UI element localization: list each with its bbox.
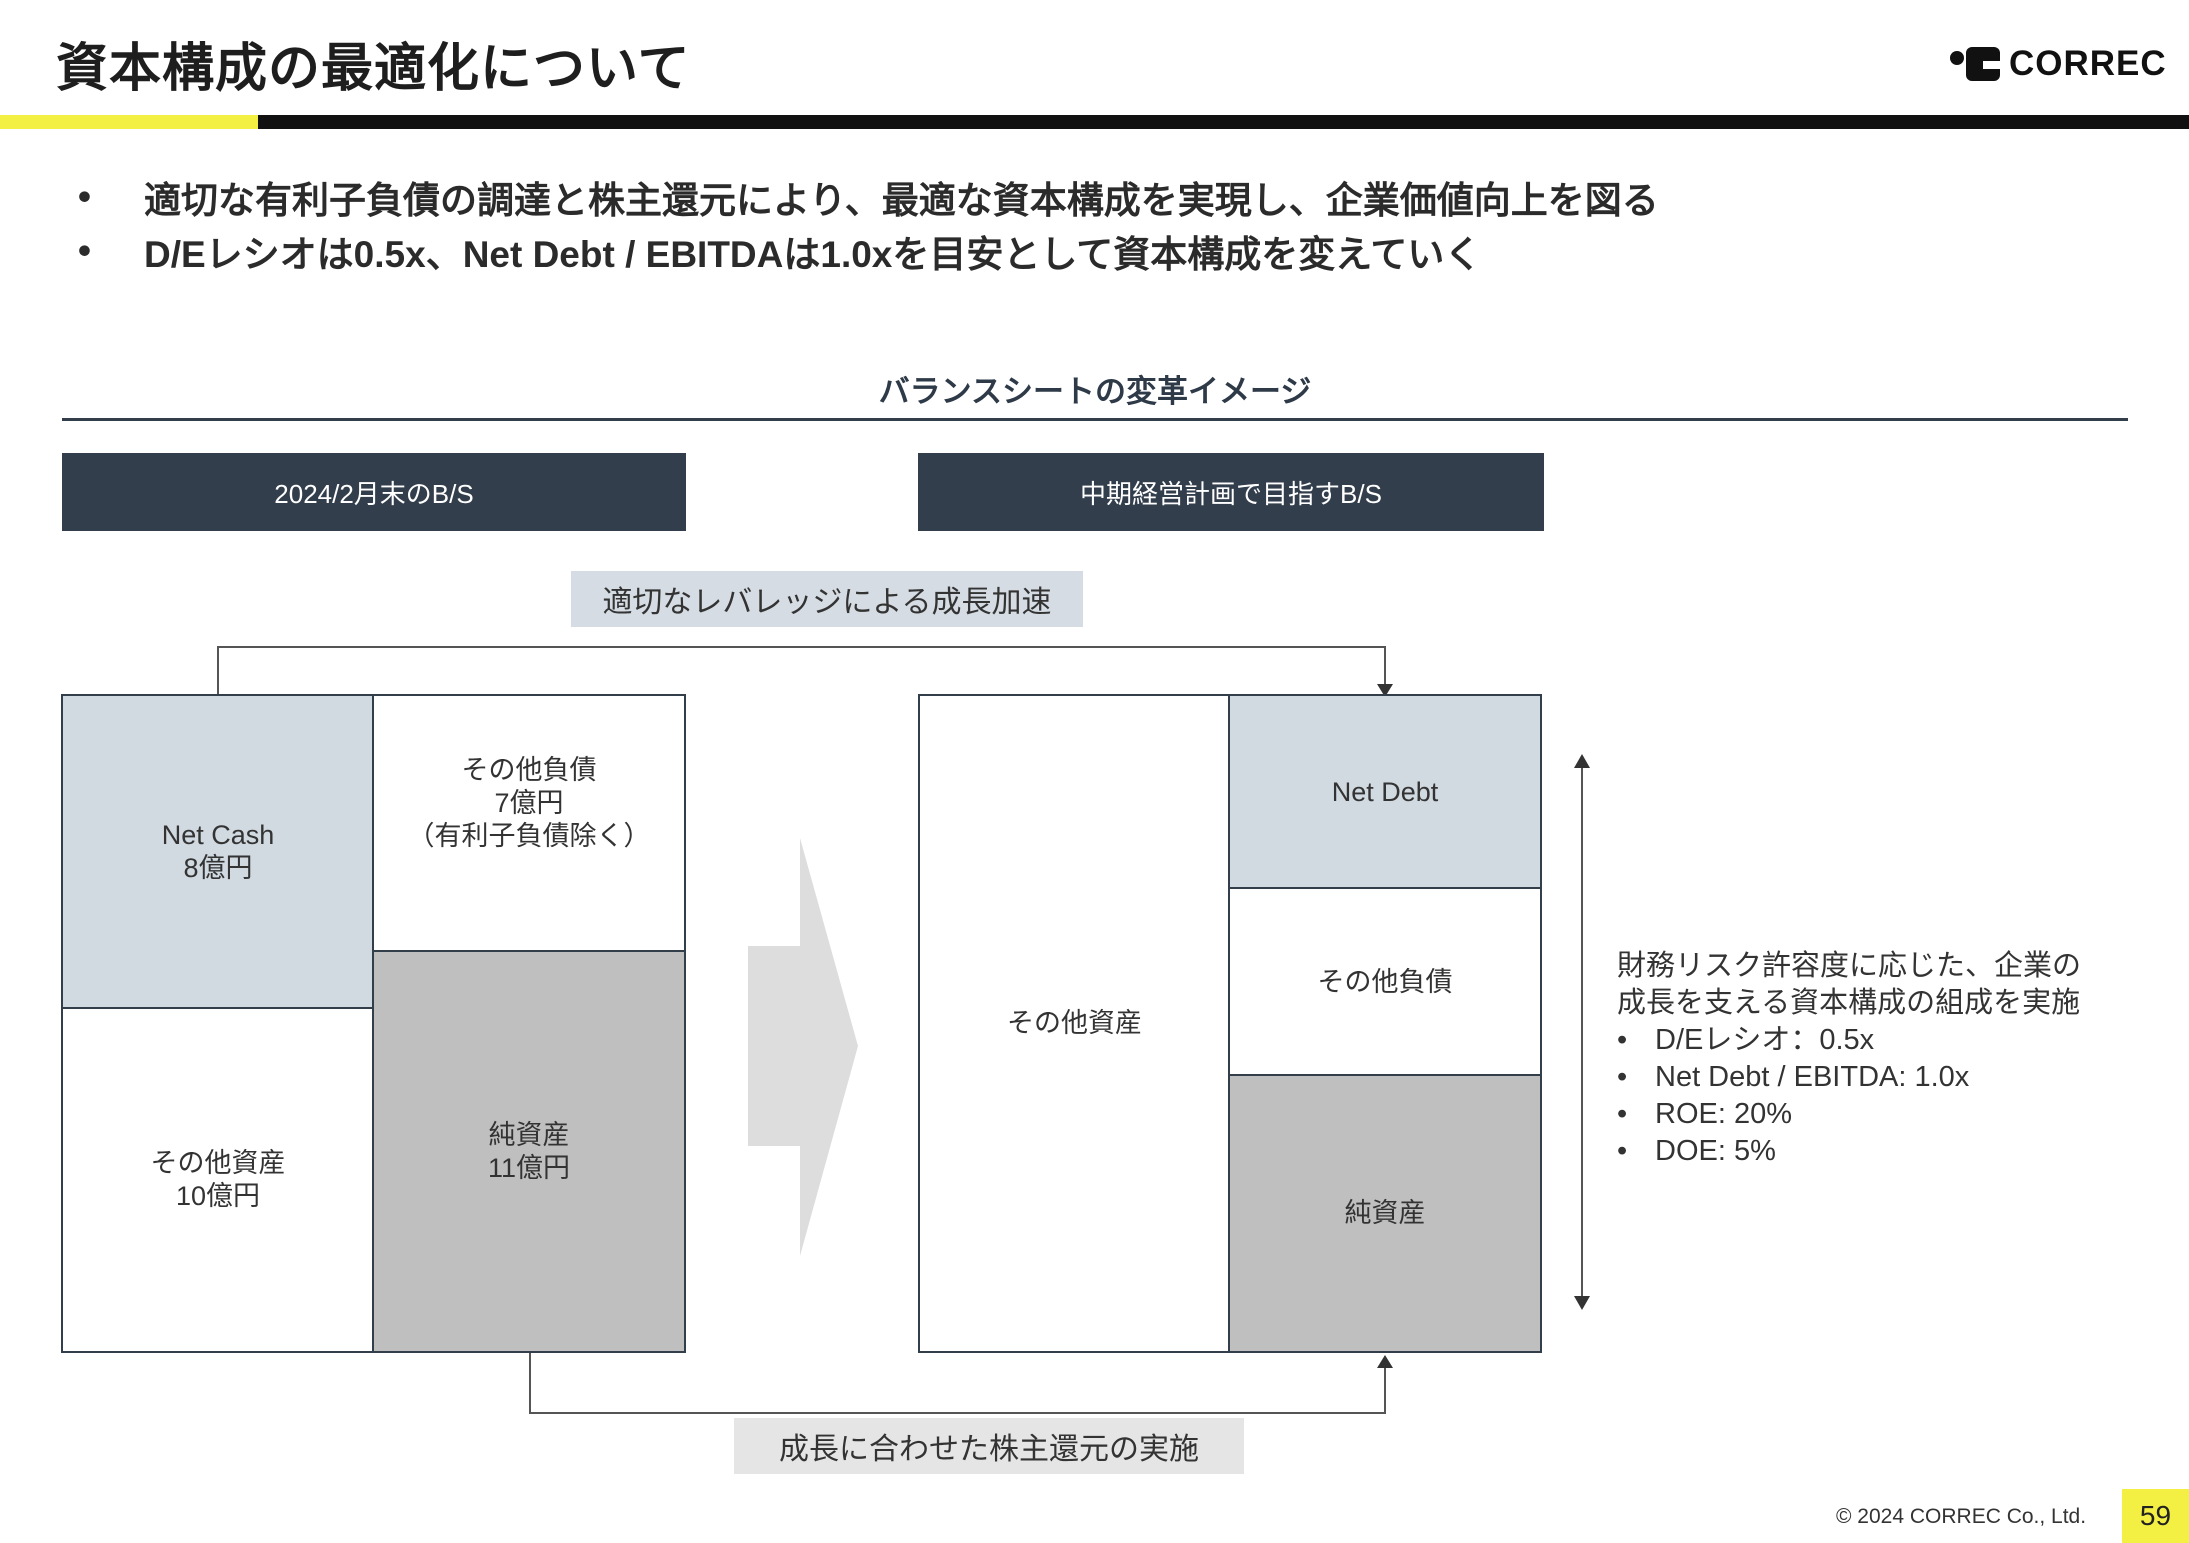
section-rule [62, 418, 2128, 421]
leverage-connector-line [217, 646, 1386, 694]
capital-policy-note: 財務リスク許容度に応じた、企業の 成長を支える資本構成の組成を実施 • D/Eレシ… [1617, 948, 2081, 1170]
note-item-text: ROE: 20% [1655, 1098, 1792, 1130]
equity-label: 純資産 [488, 1119, 570, 1150]
note-line: 財務リスク許容度に応じた、企業の [1617, 950, 2082, 982]
copyright: © 2024 CORREC Co., Ltd. [1836, 1505, 2087, 1528]
current-bs-header: 2024/2月末のB/S [62, 453, 686, 531]
height-arrow-up-icon [1574, 754, 1590, 768]
transition-arrow-icon [748, 838, 858, 1256]
note-item: • D/Eレシオ：0.5x [1617, 1022, 2081, 1059]
leverage-arrowhead-icon [1377, 684, 1393, 697]
equity-value: 11億円 [487, 1152, 571, 1183]
bullet-item: • 適切な有利子負債の調達と株主還元により、最適な資本構成を実現し、企業価値向上… [78, 170, 1659, 224]
brand-logo: CORREC [1950, 44, 2167, 84]
note-line: 成長を支える資本構成の組成を実施 [1617, 987, 2081, 1019]
section-heading: バランスシートの変革イメージ [878, 374, 1312, 409]
returns-connector-line [529, 1353, 1386, 1414]
summary-bullets: • 適切な有利子負債の調達と株主還元により、最適な資本構成を実現し、企業価値向上… [78, 170, 1659, 278]
bullet-icon: • [78, 230, 91, 271]
page-title: 資本構成の最適化について [56, 40, 691, 98]
logo-text: CORREC [2009, 44, 2167, 83]
height-arrow-down-icon [1574, 1296, 1590, 1310]
bullet-text: D/Eレシオは0.5x、Net Debt / EBITDAは1.0xを目安として… [144, 234, 1482, 275]
other-assets-value: 10億円 [175, 1181, 261, 1211]
page-number: 59 [2122, 1489, 2189, 1543]
note-item-text: Net Debt / EBITDA: 1.0x [1655, 1061, 1970, 1093]
other-liabilities-note: （有利子負債除く） [407, 820, 651, 851]
current-equity-cell: 純資産 11億円 [372, 950, 686, 1353]
target-net-debt-cell: Net Debt [1228, 694, 1542, 890]
net-cash-label: Net Cash [161, 820, 275, 851]
bullet-item: • D/Eレシオは0.5x、Net Debt / EBITDAは1.0xを目安と… [78, 224, 1659, 278]
bullet-icon: • [1617, 1098, 1628, 1130]
other-assets-label: その他資産 [150, 1148, 286, 1179]
header-rule [258, 115, 2189, 129]
current-other-assets-cell: その他資産 10億円 [61, 1007, 375, 1353]
bullet-icon: • [1617, 1135, 1628, 1167]
bullet-icon: • [1617, 1061, 1628, 1093]
leverage-label: 適切なレバレッジによる成長加速 [571, 571, 1083, 627]
other-liabilities-label: その他負債 [461, 755, 597, 785]
note-item-text: D/Eレシオ：0.5x [1655, 1024, 1875, 1056]
target-other-liabilities-cell: その他負債 [1228, 887, 1542, 1077]
target-other-assets-cell: その他資産 [918, 694, 1231, 1353]
other-liabilities-value: 7億円 [494, 787, 564, 818]
target-equity-cell: 純資産 [1228, 1074, 1542, 1353]
target-equity-label: 純資産 [1344, 1198, 1426, 1229]
header-accent-rule [0, 115, 258, 129]
note-item: • Net Debt / EBITDA: 1.0x [1617, 1059, 2081, 1096]
logo-mark-icon [1950, 47, 2005, 81]
net-cash-value: 8億円 [183, 853, 253, 883]
current-net-cash-cell: Net Cash 8億円 [61, 694, 375, 1010]
bullet-icon: • [1617, 1024, 1628, 1056]
target-bs-header: 中期経営計画で目指すB/S [918, 453, 1544, 531]
note-item-text: DOE: 5% [1655, 1135, 1776, 1167]
returns-label: 成長に合わせた株主還元の実施 [734, 1418, 1244, 1474]
current-other-liabilities-cell: その他負債 7億円 （有利子負債除く） [372, 694, 686, 953]
note-item: • ROE: 20% [1617, 1096, 2081, 1133]
target-net-debt-label: Net Debt [1331, 776, 1439, 807]
target-other-assets-label: その他資産 [1007, 1008, 1142, 1039]
returns-arrowhead-icon [1377, 1355, 1393, 1368]
bullet-icon: • [78, 176, 91, 217]
note-item: • DOE: 5% [1617, 1133, 2081, 1170]
target-other-liabilities-label: その他負債 [1317, 966, 1453, 997]
bullet-text: 適切な有利子負債の調達と株主還元により、最適な資本構成を実現し、企業価値向上を図… [144, 180, 1659, 221]
